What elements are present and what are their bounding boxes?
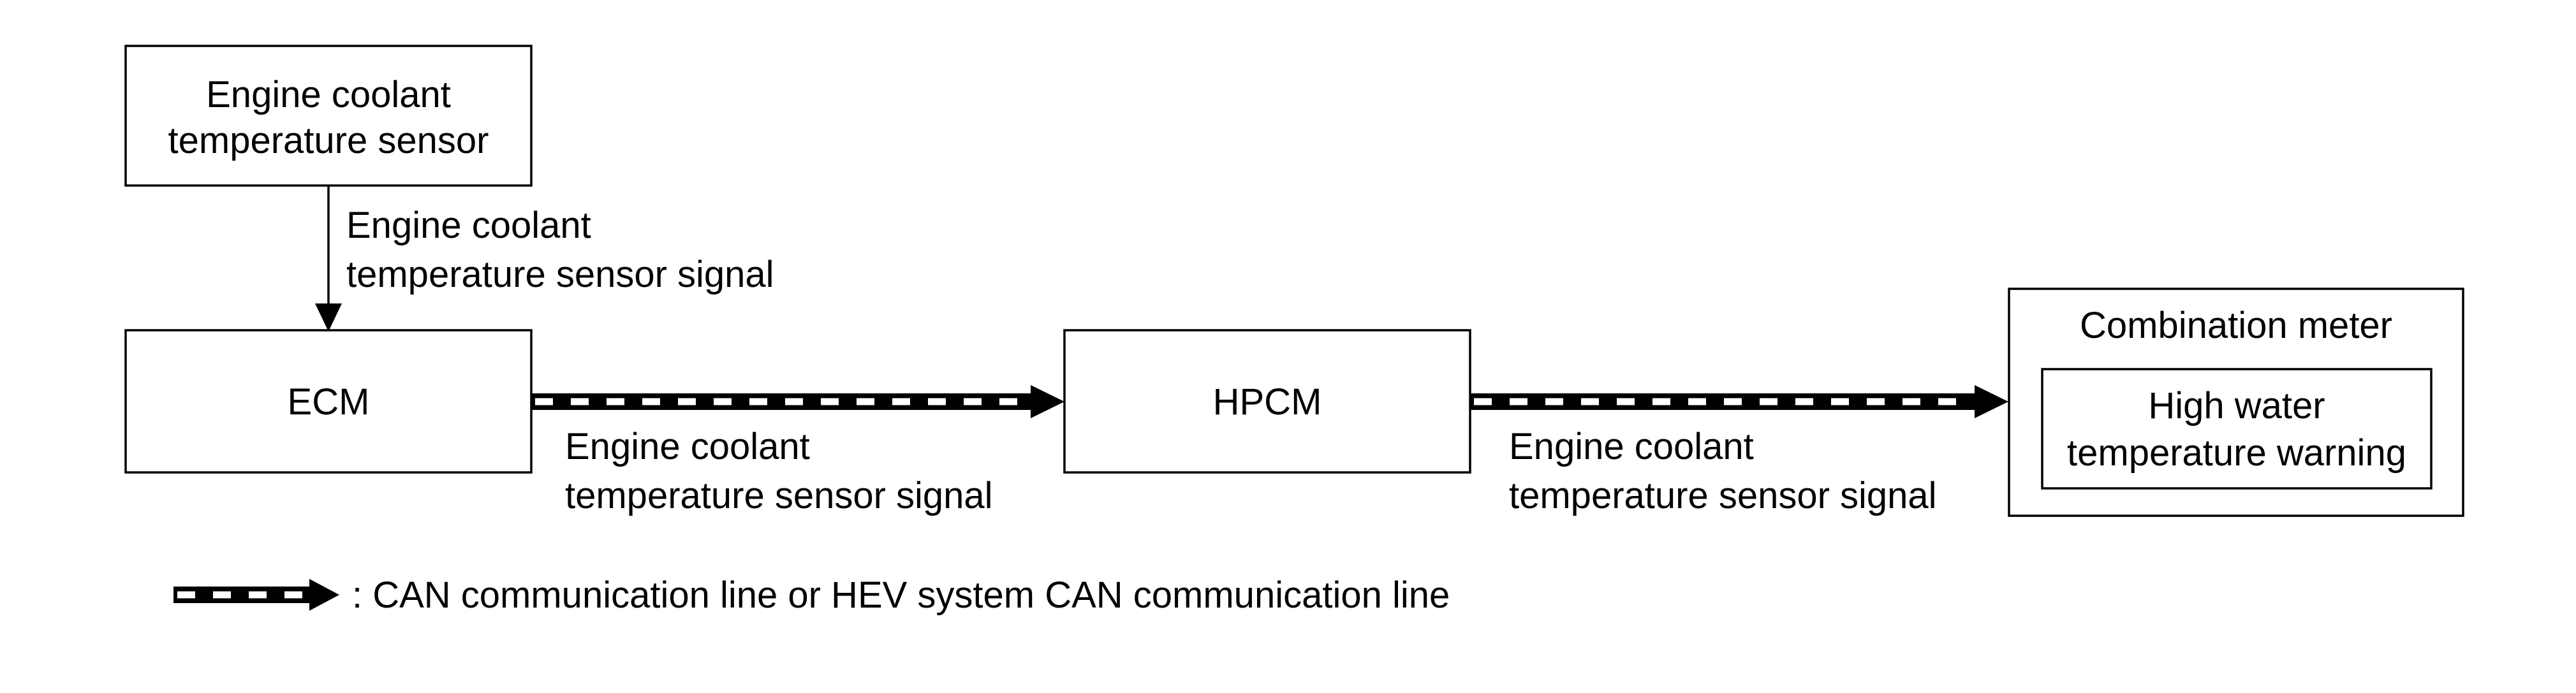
can-line-dash bbox=[1831, 398, 1849, 405]
can-line-dash bbox=[1724, 398, 1742, 405]
edge-label-line-2: temperature sensor signal bbox=[1509, 475, 1937, 516]
can-line-dash bbox=[1474, 398, 1492, 405]
edge-label-line-1: Engine coolant bbox=[565, 426, 810, 467]
edge-label-line-1: Engine coolant bbox=[1509, 426, 1754, 467]
can-line-dash bbox=[749, 398, 767, 405]
arrowhead-icon bbox=[1975, 385, 2008, 418]
edge-ecm-to-hpcm: Engine coolant temperature sensor signal bbox=[531, 385, 1064, 516]
can-line-dash bbox=[1760, 398, 1777, 405]
ecm-box bbox=[124, 329, 533, 474]
legend-text: : CAN communication line or HEV system C… bbox=[352, 574, 1450, 616]
can-line-dash bbox=[535, 398, 553, 405]
meter-node: Combination meter High water temperature… bbox=[2008, 288, 2464, 517]
edge-hpcm-to-meter: Engine coolant temperature sensor signal bbox=[1470, 385, 2008, 516]
sensor-label-line-1: Engine coolant bbox=[206, 74, 451, 115]
can-line-dash bbox=[1617, 398, 1635, 405]
meter-title: Combination meter bbox=[2080, 305, 2392, 346]
can-line-dash bbox=[999, 398, 1017, 405]
arrowhead-icon bbox=[315, 303, 342, 332]
can-line-dash bbox=[571, 398, 589, 405]
can-line-dash bbox=[177, 591, 195, 599]
legend: : CAN communication line or HEV system C… bbox=[173, 574, 1450, 616]
sensor-box bbox=[124, 45, 533, 187]
legend-can-symbol bbox=[173, 587, 311, 603]
can-line-dash bbox=[1688, 398, 1706, 405]
can-line-dash bbox=[642, 398, 660, 405]
can-line-dash bbox=[1867, 398, 1885, 405]
can-line-dash bbox=[607, 398, 624, 405]
edge-sensor-to-ecm: Engine coolant temperature sensor signal bbox=[315, 186, 774, 332]
can-line-dash bbox=[1545, 398, 1563, 405]
can-line-dash bbox=[213, 591, 231, 599]
can-line-dash bbox=[284, 591, 302, 599]
edge-label-line-2: temperature sensor signal bbox=[346, 254, 774, 295]
can-line-dash bbox=[892, 398, 910, 405]
can-line-dash bbox=[1581, 398, 1599, 405]
can-line-dash bbox=[964, 398, 982, 405]
can-line-dash bbox=[714, 398, 732, 405]
warning-label-line-2: temperature warning bbox=[2067, 432, 2406, 474]
sensor-node: Engine coolant temperature sensor bbox=[124, 45, 533, 187]
can-line-dash bbox=[1795, 398, 1813, 405]
can-line-body bbox=[531, 393, 1032, 410]
can-line bbox=[1470, 393, 1976, 410]
ecm-node: ECM bbox=[124, 329, 533, 474]
edge-label-line-1: Engine coolant bbox=[346, 205, 591, 246]
can-line-dash bbox=[857, 398, 874, 405]
can-line-dash bbox=[1510, 398, 1527, 405]
can-line-dash bbox=[928, 398, 946, 405]
warning-label-line-1: High water bbox=[2148, 385, 2325, 427]
sensor-label-line-2: temperature sensor bbox=[168, 120, 489, 161]
warning-box bbox=[2041, 368, 2432, 490]
hpcm-box bbox=[1063, 329, 1471, 474]
can-line bbox=[531, 393, 1032, 410]
can-line-dash bbox=[1903, 398, 1920, 405]
can-line-dash bbox=[678, 398, 696, 405]
can-line-dash bbox=[249, 591, 267, 599]
edge-label-line-2: temperature sensor signal bbox=[565, 475, 993, 516]
hpcm-label: HPCM bbox=[1213, 381, 1322, 423]
arrowhead-icon bbox=[1031, 385, 1064, 418]
can-line-dash bbox=[1652, 398, 1670, 405]
arrowhead-icon bbox=[309, 579, 339, 611]
hpcm-node: HPCM bbox=[1063, 329, 1471, 474]
can-line-dash bbox=[1938, 398, 1956, 405]
can-line-dash bbox=[821, 398, 839, 405]
can-line-dash bbox=[785, 398, 803, 405]
ecm-label: ECM bbox=[288, 381, 370, 423]
